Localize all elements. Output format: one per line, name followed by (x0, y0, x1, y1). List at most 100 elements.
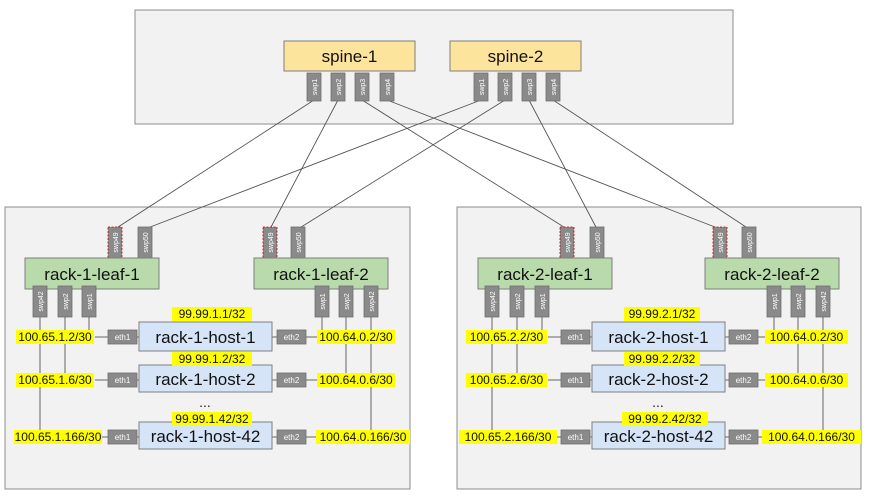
uplink-port-label: swp50 (296, 232, 303, 252)
rack-1-host-42-row: rack-1-host-42 99.99.1.42/32 eth1 eth2 1… (14, 412, 410, 450)
eth2-label: eth2 (736, 333, 752, 342)
left-ip: 100.65.1.166/30 (15, 430, 102, 444)
uplink-port (107, 226, 123, 259)
spine-1-port-label: swp1 (312, 79, 319, 95)
downlink-port-label: swp1 (320, 293, 327, 309)
downlink-port (534, 285, 550, 318)
right-ip: 100.64.0.166/30 (768, 430, 855, 444)
loopback-ip: 99.99.2.1/32 (629, 307, 696, 321)
right-ip: 100.64.0.2/30 (770, 330, 844, 344)
uplink-port (262, 226, 278, 259)
host-label: rack-2-host-42 (604, 427, 714, 446)
left-ip: 100.65.2.6/30 (470, 373, 544, 387)
downlink-port (484, 285, 500, 318)
host-box (138, 421, 273, 450)
host-label: rack-1-host-1 (155, 328, 255, 347)
rack-1-leaf-2: swp49 swp50 rack-1-leaf-2 swp1 swp2 swp4… (253, 226, 389, 318)
eth1-label: eth1 (115, 376, 131, 385)
rack-1-leaf-1: swp49 swp50 rack-1-leaf-1 swp42 swp2 swp… (24, 226, 160, 318)
rack-1-host-2-row: rack-1-host-2 99.99.1.2/32 eth1 eth2 100… (16, 352, 395, 393)
uplink-port-label: swp50 (747, 232, 754, 252)
spine-2-port-label: swp1 (479, 79, 486, 95)
uplink-port-label: swp49 (565, 232, 572, 252)
spine-2-port-label: swp2 (503, 79, 510, 95)
eth2-label: eth2 (736, 376, 752, 385)
right-ip: 100.64.0.166/30 (320, 430, 407, 444)
downlink-port-label: swp42 (490, 291, 497, 311)
spine-2: spine-2 swp1 swp2 swp3 swp4 (449, 40, 582, 102)
eth2-label: eth2 (736, 433, 752, 442)
downlink-port (57, 285, 73, 318)
spine-1-port-label: swp3 (360, 79, 367, 95)
uplink-port-label: swp50 (143, 232, 150, 252)
spine-panel (134, 9, 734, 125)
downlink-port (815, 285, 831, 318)
rack-2-leaf-2: swp49 swp50 rack-2-leaf-2 swp1 swp2 swp4… (704, 226, 840, 318)
downlink-port (32, 285, 48, 318)
uplink-port-label: swp49 (268, 232, 275, 252)
downlink-port-label: swp2 (796, 293, 803, 309)
right-ip: 100.64.0.6/30 (319, 373, 393, 387)
loopback-ip: 99.99.2.42/32 (628, 412, 702, 426)
downlink-port-label: swp2 (515, 293, 522, 309)
downlink-port (314, 285, 330, 318)
spine-2-label: spine-2 (488, 47, 544, 66)
host-box (591, 364, 726, 393)
spine-leaf-links (114, 99, 750, 230)
eth1-label: eth1 (568, 376, 584, 385)
eth2-label: eth2 (284, 333, 300, 342)
eth1-label: eth1 (568, 333, 584, 342)
downlink-port-label: swp42 (38, 291, 45, 311)
host-box (138, 364, 273, 393)
downlink-port-label: swp42 (369, 291, 376, 311)
downlink-port (338, 285, 354, 318)
right-ip: 100.64.0.2/30 (319, 330, 393, 344)
rack-1-ellipsis: ... (199, 394, 211, 410)
downlink-port (509, 285, 525, 318)
host-label: rack-2-host-2 (608, 370, 708, 389)
left-ip: 100.65.1.2/30 (18, 330, 92, 344)
loopback-ip: 99.99.1.1/32 (179, 307, 246, 321)
uplink-port-label: swp49 (718, 232, 725, 252)
loopback-ip: 99.99.1.2/32 (179, 352, 246, 366)
host-label: rack-2-host-1 (608, 328, 708, 347)
uplink-port (712, 226, 728, 259)
downlink-port-label: swp1 (772, 293, 779, 309)
right-ip: 100.64.0.6/30 (770, 373, 844, 387)
uplink-port-label: swp49 (113, 232, 120, 252)
rack-2-ellipsis: ... (652, 394, 664, 410)
rack-2-leaf-2-label: rack-2-leaf-2 (724, 265, 819, 284)
spine-2-port-label: swp4 (551, 79, 558, 95)
spine-1-port-label: swp2 (336, 79, 343, 95)
downlink-port-label: swp1 (87, 293, 94, 309)
downlink-port (790, 285, 806, 318)
rack-2-host-1-row: 99.99.2.1/32 rack-2-host-1 eth1 eth2 100… (466, 307, 848, 352)
rack-2-leaf-1-label: rack-2-leaf-1 (497, 265, 592, 284)
eth1-label: eth1 (115, 333, 131, 342)
downlink-port-label: swp2 (344, 293, 351, 309)
eth1-label: eth1 (568, 433, 584, 442)
downlink-port (81, 285, 97, 318)
rack-1-leaf-1-label: rack-1-leaf-1 (44, 265, 139, 284)
spine-1-label: spine-1 (322, 47, 378, 66)
loopback-ip: 99.99.2.2/32 (629, 352, 696, 366)
rack-1-leaf-2-label: rack-1-leaf-2 (273, 265, 368, 284)
spine-1-ports: swp1 swp2 swp3 swp4 (306, 72, 395, 102)
spine-2-ports: swp1 swp2 swp3 swp4 (473, 72, 561, 102)
loopback-ip: 99.99.1.42/32 (175, 412, 249, 426)
host-box (591, 321, 726, 352)
downlink-port-label: swp1 (540, 293, 547, 309)
downlink-port-label: swp2 (63, 293, 70, 309)
spine-1: spine-1 swp1 swp2 swp3 swp4 (283, 40, 416, 102)
eth1-label: eth1 (115, 433, 131, 442)
downlink-port (363, 285, 379, 318)
downlink-port (766, 285, 782, 318)
host-box (591, 421, 726, 450)
rack-2-host-42-row: rack-2-host-42 99.99.2.42/32 eth1 eth2 1… (459, 412, 861, 450)
left-ip: 100.65.1.6/30 (18, 373, 92, 387)
uplink-port (559, 226, 575, 259)
downlink-port-label: swp42 (821, 291, 828, 311)
host-label: rack-1-host-2 (155, 370, 255, 389)
left-ip: 100.65.2.2/30 (470, 330, 544, 344)
